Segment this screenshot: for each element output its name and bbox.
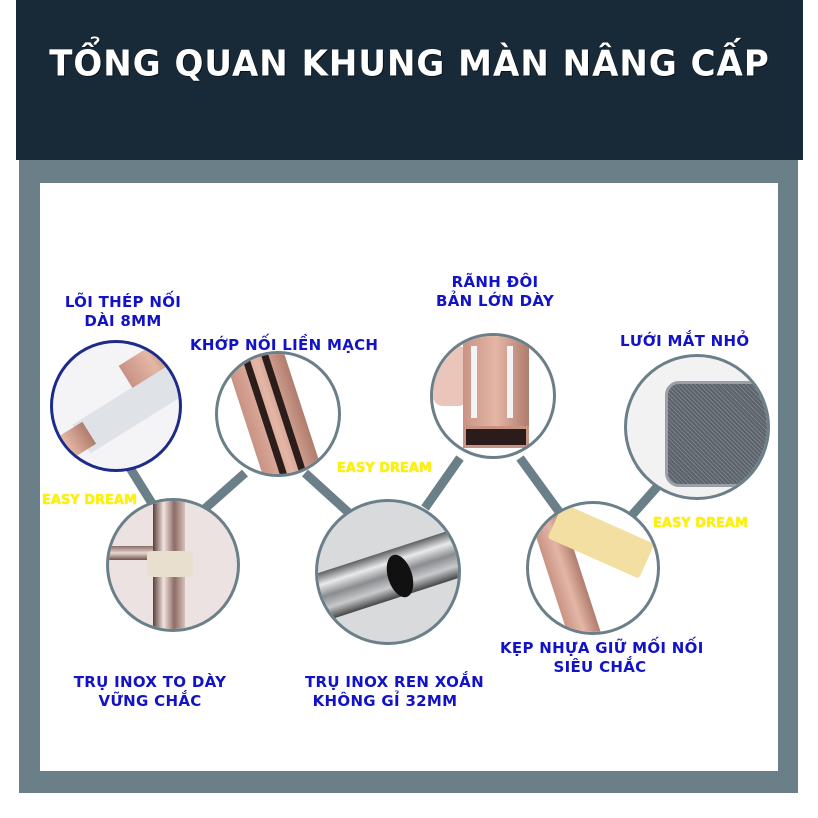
feature-panel: LÕI THÉP NỐI DÀI 8MM KHỚP NỐI LIỀN MẠCH …	[40, 183, 778, 771]
feature-label-steel-core: LÕI THÉP NỐI DÀI 8MM	[64, 293, 182, 330]
feature-image-threaded-pole	[315, 499, 461, 645]
feature-image-steel-core	[50, 340, 182, 472]
feature-image-double-groove	[430, 333, 556, 459]
feature-image-fine-mesh	[624, 354, 770, 500]
feature-label-seamless-joint: KHỚP NỐI LIỀN MẠCH	[190, 336, 379, 354]
feature-label-threaded-pole: TRỤ INOX REN XOẮN KHÔNG GỈ 32MM	[305, 673, 484, 710]
watermark-brand: EASY DREAM	[653, 516, 748, 531]
page-title: TỔNG QUAN KHUNG MÀN NÂNG CẤP	[49, 43, 770, 85]
watermark-brand: EASY DREAM	[42, 493, 137, 508]
feature-label-double-groove: RÃNH ĐÔI BẢN LỚN DÀY	[435, 273, 555, 310]
feature-image-plastic-clamp	[526, 501, 660, 635]
feature-label-stainless-pole: TRỤ INOX TO DÀY VỮNG CHẮC	[73, 673, 227, 710]
feature-image-stainless-pole	[106, 498, 240, 632]
header-banner: TỔNG QUAN KHUNG MÀN NÂNG CẤP	[16, 0, 803, 160]
feature-label-plastic-clamp: KẸP NHỰA GIỮ MỐI NỐI SIÊU CHẮC	[500, 639, 704, 676]
feature-image-seamless-joint	[215, 351, 341, 477]
watermark-brand: EASY DREAM	[337, 461, 432, 476]
feature-label-fine-mesh: LƯỚI MẮT NHỎ	[620, 332, 750, 350]
